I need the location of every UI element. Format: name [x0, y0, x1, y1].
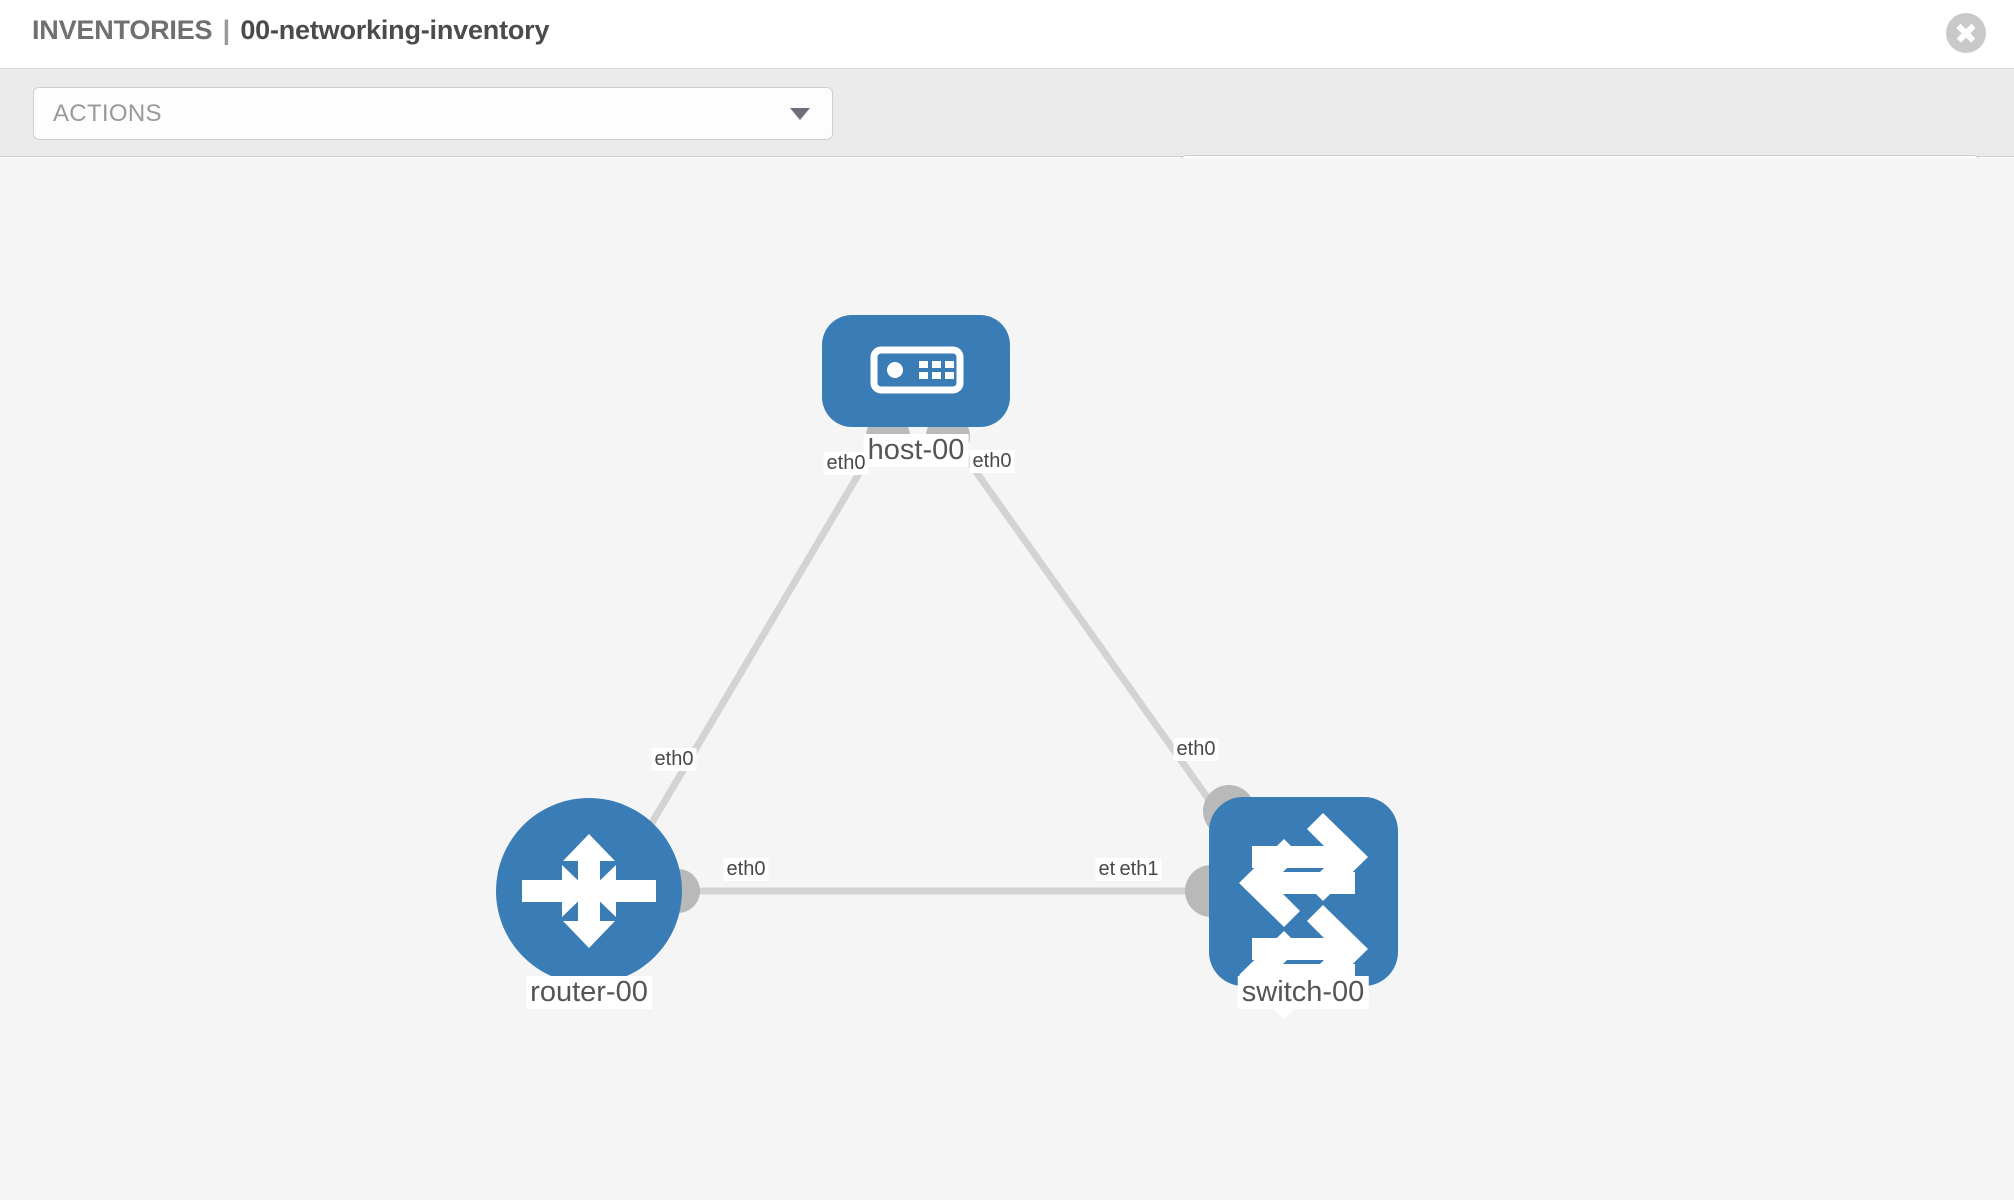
link-host00-switch00[interactable]: [949, 435, 1225, 821]
breadcrumb-root[interactable]: INVENTORIES: [32, 15, 213, 45]
iface-label-switch00-eth1: eth1: [1116, 858, 1162, 881]
actions-dropdown[interactable]: ACTIONS: [33, 87, 833, 140]
node-label-switch-00: switch-00: [1237, 976, 1369, 1009]
node-label-host-00: host-00: [863, 434, 969, 467]
switch-arrows-icon: [1239, 813, 1368, 1019]
topology-graph: [496, 315, 1398, 1019]
page-header: INVENTORIES | 00-networking-inventory: [0, 0, 2014, 69]
breadcrumb: INVENTORIES | 00-networking-inventory: [32, 15, 549, 46]
actions-dropdown-label: ACTIONS: [53, 100, 162, 127]
close-icon[interactable]: [1946, 13, 1986, 53]
iface-label-host00-eth0-left: eth0: [823, 452, 869, 475]
topology-links: [646, 435, 1225, 895]
iface-label-router00-eth0: eth0: [723, 858, 769, 881]
topology-canvas[interactable]: host-00 router-00 switch-00 eth0 eth0 et…: [0, 158, 2014, 1200]
breadcrumb-current: 00-networking-inventory: [240, 15, 550, 45]
router-arrows-icon: [522, 834, 656, 948]
node-switch-00[interactable]: [1209, 797, 1398, 1019]
iface-label-router00-eth0-uplink: eth0: [651, 748, 697, 771]
iface-label-switch00-eth0-uplink: eth0: [1173, 738, 1219, 761]
node-router-00[interactable]: [496, 798, 682, 984]
breadcrumb-separator: |: [222, 15, 231, 45]
chevron-down-icon: [790, 107, 810, 120]
server-icon: [870, 346, 964, 394]
topology-toolbar: ACTIONS SEARCH: [0, 69, 2014, 209]
node-host-00[interactable]: [822, 315, 1010, 427]
iface-label-host00-eth0-right: eth0: [969, 450, 1015, 473]
node-label-router-00: router-00: [526, 976, 652, 1009]
